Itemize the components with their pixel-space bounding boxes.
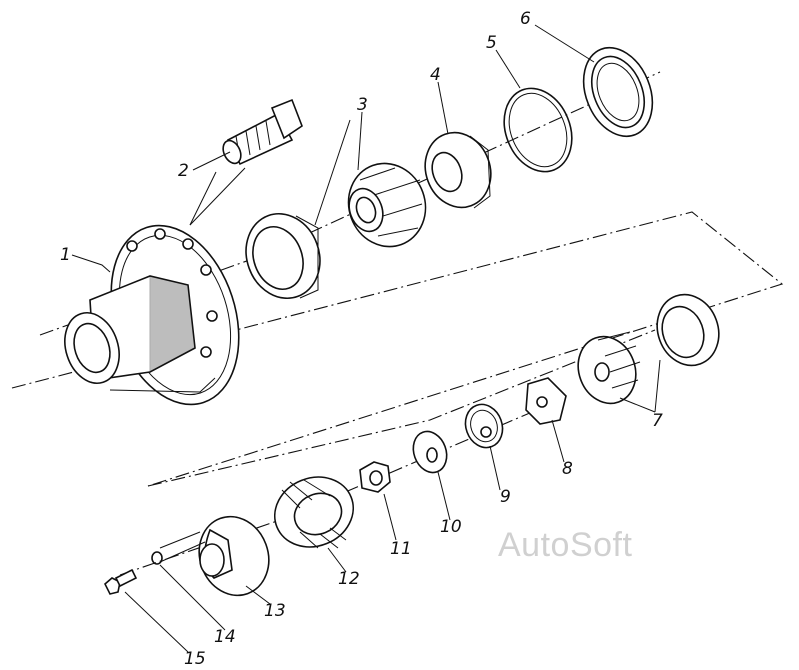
callout-7: 7 bbox=[652, 411, 663, 431]
part-bolt bbox=[104, 568, 138, 595]
callout-8: 8 bbox=[562, 459, 573, 479]
callout-1: 1 bbox=[60, 245, 71, 265]
callout-5: 5 bbox=[486, 33, 497, 53]
watermark-logo: AutoSoft bbox=[498, 526, 632, 564]
part-hub-cap bbox=[198, 515, 270, 597]
part-outer-bearing-race bbox=[656, 293, 720, 367]
callout-10: 10 bbox=[440, 517, 462, 537]
part-oil-seal bbox=[582, 46, 654, 138]
callout-14: 14 bbox=[214, 627, 236, 647]
callout-12: 12 bbox=[338, 569, 360, 589]
part-bearing-outer-race bbox=[245, 212, 321, 300]
callout-13: 13 bbox=[264, 601, 286, 621]
part-tab-washer bbox=[525, 377, 567, 425]
callout-15: 15 bbox=[184, 649, 206, 669]
callout-4: 4 bbox=[430, 65, 441, 85]
callout-2: 2 bbox=[178, 161, 189, 181]
callout-6: 6 bbox=[520, 9, 531, 29]
leader-lines bbox=[71, 24, 661, 653]
part-bearing-roller-cage bbox=[347, 162, 427, 248]
part-lock-ring bbox=[503, 87, 573, 173]
part-stud-bolt bbox=[222, 98, 303, 166]
part-flat-washer bbox=[412, 430, 448, 474]
callout-11: 11 bbox=[390, 539, 412, 559]
part-spring-washer bbox=[464, 403, 504, 449]
callout-9: 9 bbox=[500, 487, 511, 507]
callout-3: 3 bbox=[357, 95, 368, 115]
callout-labels: 1 2 3 4 5 6 7 8 9 10 11 12 13 14 15 bbox=[60, 9, 663, 669]
part-hex-nut bbox=[359, 461, 391, 493]
part-lock-washer bbox=[151, 551, 163, 565]
part-outer-bearing-cone bbox=[577, 331, 641, 405]
part-hub bbox=[64, 224, 240, 406]
part-gasket bbox=[273, 476, 355, 549]
part-bearing-cone bbox=[424, 131, 492, 209]
